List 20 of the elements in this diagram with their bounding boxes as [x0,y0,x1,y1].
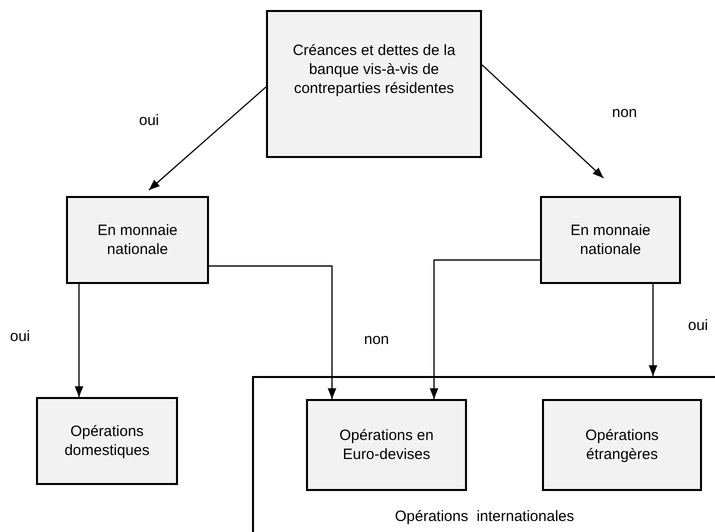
process-box [306,399,467,491]
box-label: En monnaie nationale [96,221,179,259]
process-box [540,196,681,284]
process-box [542,399,702,491]
box-label: Créances et dettes de la banque vis-à-vis de contreparties résidentes [292,40,456,98]
arrow [430,259,540,399]
arrow [148,86,266,190]
arrow [482,64,604,178]
box-label: Opérations étrangères [584,426,660,464]
process-box [266,10,482,158]
box-label: En monnaie nationale [569,221,652,259]
box-label: Opérations domestiques [63,422,151,460]
process-box [66,196,209,284]
group-label: Opérations internationales [394,507,576,526]
arrow [74,284,84,397]
arrow [648,284,658,376]
box-label: Opérations en Euro-devises [338,426,435,464]
group-bracket [252,376,715,532]
process-box [36,397,178,485]
arrow [209,265,336,399]
